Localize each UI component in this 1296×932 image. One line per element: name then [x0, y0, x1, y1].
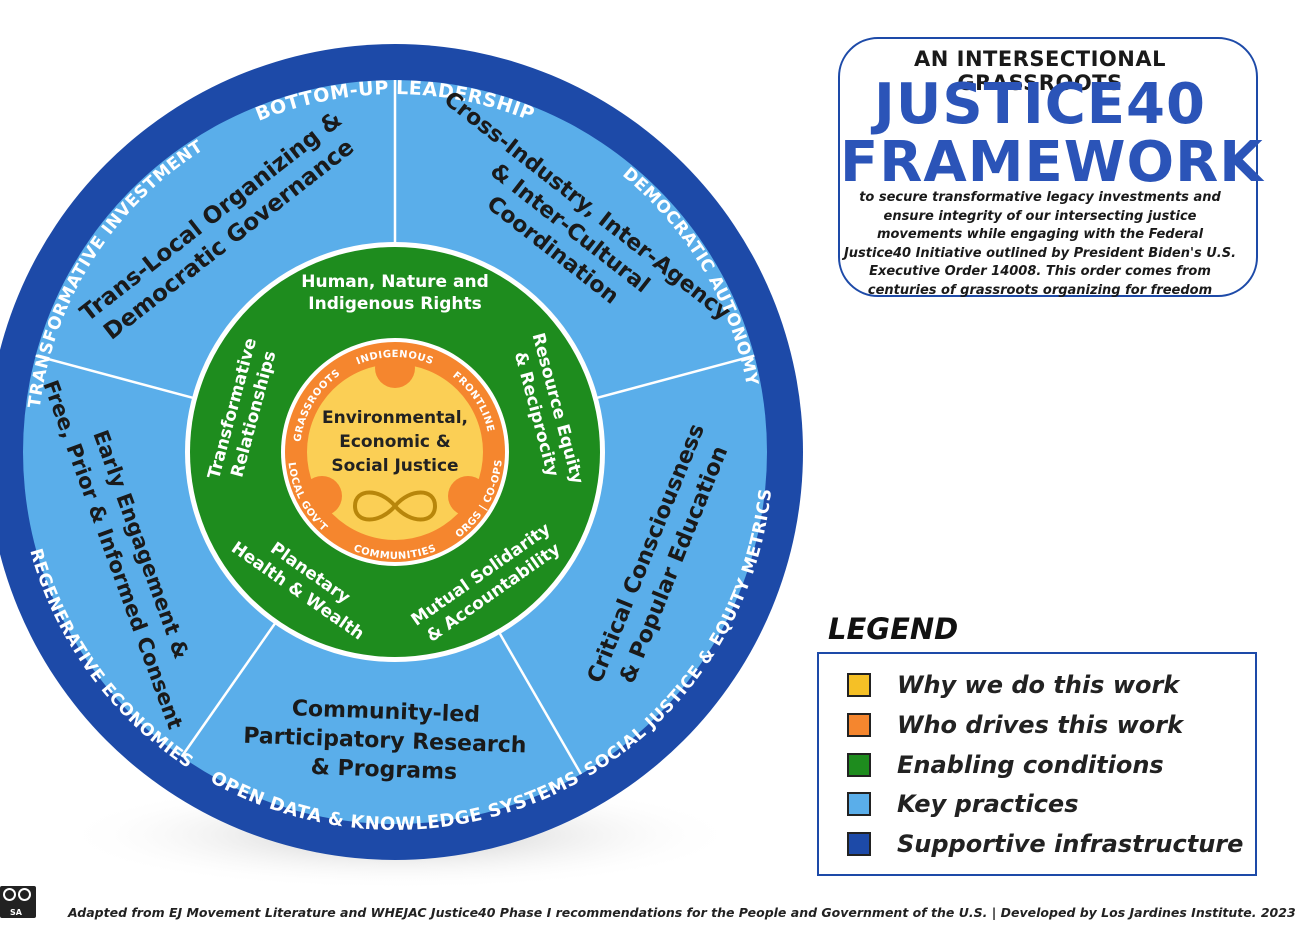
- legend-swatch-orange: [847, 713, 871, 737]
- legend-label: Who drives this work: [897, 711, 1184, 739]
- title-line-2: FRAMEWORK: [840, 130, 1264, 195]
- practice-dividers: [35, 80, 755, 775]
- license-label: SA: [10, 908, 22, 917]
- condition-human-nature-rights-line-1: Human, Nature and: [301, 272, 489, 292]
- title-line-1: JUSTICE40: [874, 72, 1206, 137]
- legend-swatch-green: [847, 753, 871, 777]
- legend-swatch-dark-blue: [847, 832, 871, 856]
- legend-label: Enabling conditions: [897, 751, 1164, 779]
- center-circle: [307, 364, 483, 540]
- title-box: AN INTERSECTIONAL GRASSROOTS JUSTICE40 F…: [838, 37, 1264, 298]
- practice-divider-2: [592, 354, 755, 401]
- practice-divider-5: [35, 354, 198, 401]
- practice-divider-4: [180, 619, 279, 758]
- legend-label: Why we do this work: [897, 671, 1180, 699]
- creative-commons-icon: SA: [0, 886, 36, 918]
- driver-node-left: [302, 476, 342, 516]
- center-line-1: Environmental,: [322, 408, 468, 428]
- title-description: to secure transformative legacy investme…: [843, 190, 1237, 298]
- driver-node-top: [375, 348, 415, 388]
- legend-swatch-light-blue: [847, 792, 871, 816]
- condition-human-nature-rights-line-2: Indigenous Rights: [308, 294, 481, 314]
- practice-divider-3: [496, 628, 583, 775]
- legend-label: Supportive infrastructure: [897, 830, 1244, 858]
- center-line-2: Economic &: [339, 432, 451, 452]
- title-kicker: AN INTERSECTIONAL GRASSROOTS: [914, 47, 1166, 95]
- framework-wheel: Environmental, Economic & Social Justice…: [0, 44, 803, 890]
- legend-swatch-yellow: [847, 673, 871, 697]
- center-line-3: Social Justice: [331, 456, 458, 476]
- driver-node-right: [448, 476, 488, 516]
- infinity-icon: [352, 490, 438, 522]
- practice-community-led-research-line-3: & Programs: [310, 755, 457, 785]
- legend: Why we do this work Who drives this work…: [817, 652, 1257, 876]
- legend-title: LEGEND: [828, 612, 959, 646]
- footer-credit: Adapted from EJ Movement Literature and …: [68, 905, 1296, 920]
- legend-label: Key practices: [897, 790, 1079, 818]
